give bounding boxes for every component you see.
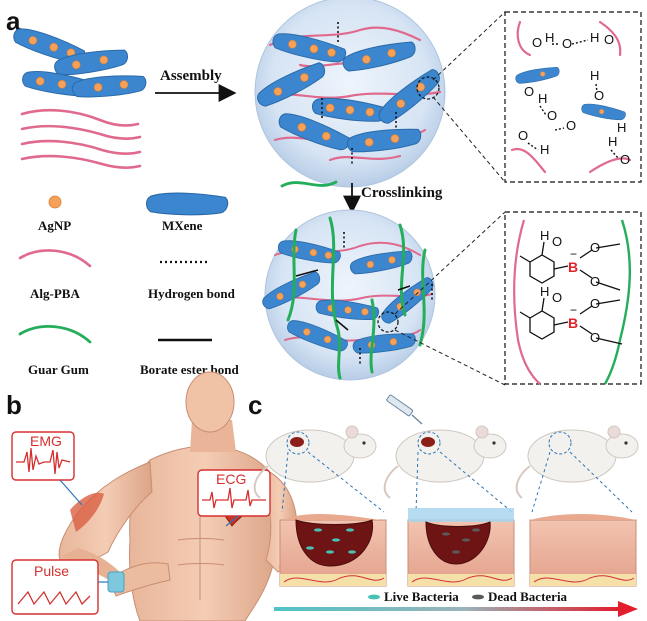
live-bacteria-label: Live Bacteria: [384, 589, 459, 604]
legend-hydrogen-bond: Hydrogen bond: [148, 286, 236, 301]
chem-h: H: [617, 120, 626, 135]
legend-guar-gum: Guar Gum: [28, 362, 89, 377]
pulse-signal-box: Pulse: [11, 559, 108, 615]
treatment-progress-arrow: [274, 601, 638, 617]
chem-o: O: [620, 152, 630, 167]
chem-o: O: [590, 240, 600, 255]
panel-b-letter: b: [6, 390, 22, 420]
chem-h: H: [608, 134, 617, 149]
dead-bacteria-label: Dead Bacteria: [488, 589, 568, 604]
emg-signal-box: EMG: [11, 431, 83, 506]
wound-site: [421, 437, 435, 447]
panel-a-letter: a: [6, 6, 21, 36]
chem-o: O: [590, 296, 600, 311]
chem-o: O: [566, 118, 576, 133]
ecg-signal-box: ECG: [197, 469, 271, 527]
chem-o: O: [547, 108, 557, 123]
bacteria-legend: Live Bacteria Dead Bacteria: [368, 589, 568, 604]
chem-h: H: [540, 228, 549, 243]
chem-o: O: [562, 36, 572, 51]
chem-h: H: [540, 142, 549, 157]
chem-o: O: [604, 32, 614, 47]
chem-o: O: [594, 88, 604, 103]
legend-borate-ester-bond: Borate ester bond: [140, 362, 239, 377]
chem-o: O: [590, 330, 600, 345]
chem-o: O: [524, 84, 534, 99]
legend: AgNP MXene Alg-PBA Hydrogen bond Guar Gu…: [18, 192, 239, 377]
pulse-label: Pulse: [34, 563, 69, 579]
chem-h: H: [590, 68, 599, 83]
dead-bacteria-swatch: [472, 594, 484, 600]
zoom-lines-top: [432, 11, 506, 183]
boron-atom: B: [568, 315, 578, 331]
chem-o: O: [552, 234, 562, 249]
syringe-icon: [386, 394, 423, 425]
skin-block-treated: [407, 508, 515, 587]
skin-block-infected: [279, 514, 387, 587]
mxene-flakes-group: [10, 24, 148, 101]
alg-pba-legend-swatch: [18, 249, 92, 268]
legend-mxene: MXene: [162, 218, 203, 233]
guar-gum-legend-swatch: [18, 325, 92, 344]
mouse-3: [515, 425, 639, 499]
chem-h: H: [540, 284, 549, 299]
chem-o: O: [552, 290, 562, 305]
borate-ester-inset: H O H O O O O O B B − −: [504, 211, 642, 385]
chem-h: H: [538, 91, 547, 106]
chem-h: H: [590, 30, 599, 45]
chem-o: O: [590, 274, 600, 289]
chem-h: H: [545, 30, 554, 45]
agnp-legend-swatch: [48, 195, 62, 209]
alg-pba-strands: [20, 108, 142, 170]
skin-block-healed: [529, 514, 637, 587]
legend-alg-pba: Alg-PBA: [30, 286, 80, 301]
panel-c-letter: c: [248, 390, 262, 420]
hydrogen-bond-inset: O H O H O O H O H O H H O H O O: [504, 11, 642, 183]
ecg-label: ECG: [216, 471, 246, 487]
zoom-lines-panel-c: [281, 451, 633, 513]
boron-atom: B: [568, 259, 578, 275]
assembly-label: Assembly: [160, 68, 222, 84]
live-bacteria-swatch: [368, 594, 380, 600]
crosslinked-network-sphere: [259, 209, 438, 381]
legend-agnp: AgNP: [38, 218, 71, 233]
wound-site: [290, 437, 304, 447]
wrist-sensor: [107, 571, 125, 593]
negative-charge: −: [570, 303, 577, 317]
guar-gum-strand: [280, 180, 338, 188]
mxene-legend-swatch: [145, 192, 229, 216]
emg-label: EMG: [30, 433, 62, 449]
assembled-network-sphere: [253, 0, 446, 188]
chem-o: O: [532, 35, 542, 50]
chem-o: O: [518, 128, 528, 143]
crosslinking-label: Crosslinking: [361, 185, 443, 201]
negative-charge: −: [570, 247, 577, 261]
mouse-1: [253, 425, 377, 499]
mouse-2: [383, 394, 507, 499]
